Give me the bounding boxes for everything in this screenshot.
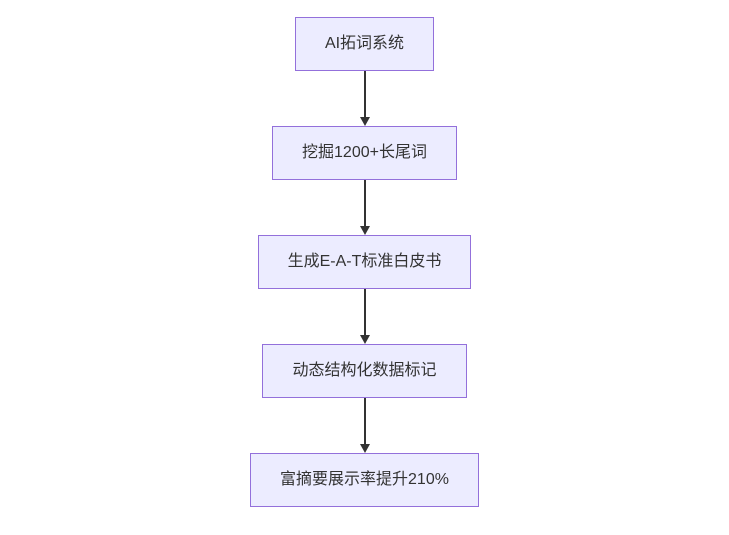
arrow-line <box>363 398 366 444</box>
arrowhead-down-icon <box>359 226 370 235</box>
arrowhead-down-icon <box>359 117 370 126</box>
flow-node-4: 动态结构化数据标记 <box>262 344 467 398</box>
arrowhead-down-icon <box>359 335 370 344</box>
flow-node-1: AI拓词系统 <box>294 17 435 71</box>
flowchart: AI拓词系统 挖掘1200+长尾词 生成E-A-T标准白皮书 动态结构化数据标记… <box>250 17 479 507</box>
arrow-line <box>363 71 366 117</box>
arrow-line <box>363 180 366 226</box>
arrowhead-down-icon <box>359 444 370 453</box>
flow-node-5: 富摘要展示率提升210% <box>250 453 479 507</box>
flow-arrow-4 <box>359 398 370 453</box>
flow-node-2: 挖掘1200+长尾词 <box>272 126 457 180</box>
arrow-line <box>363 289 366 335</box>
flow-arrow-3 <box>359 289 370 344</box>
flow-arrow-1 <box>359 71 370 126</box>
flow-arrow-2 <box>359 180 370 235</box>
flow-node-3: 生成E-A-T标准白皮书 <box>257 235 472 289</box>
